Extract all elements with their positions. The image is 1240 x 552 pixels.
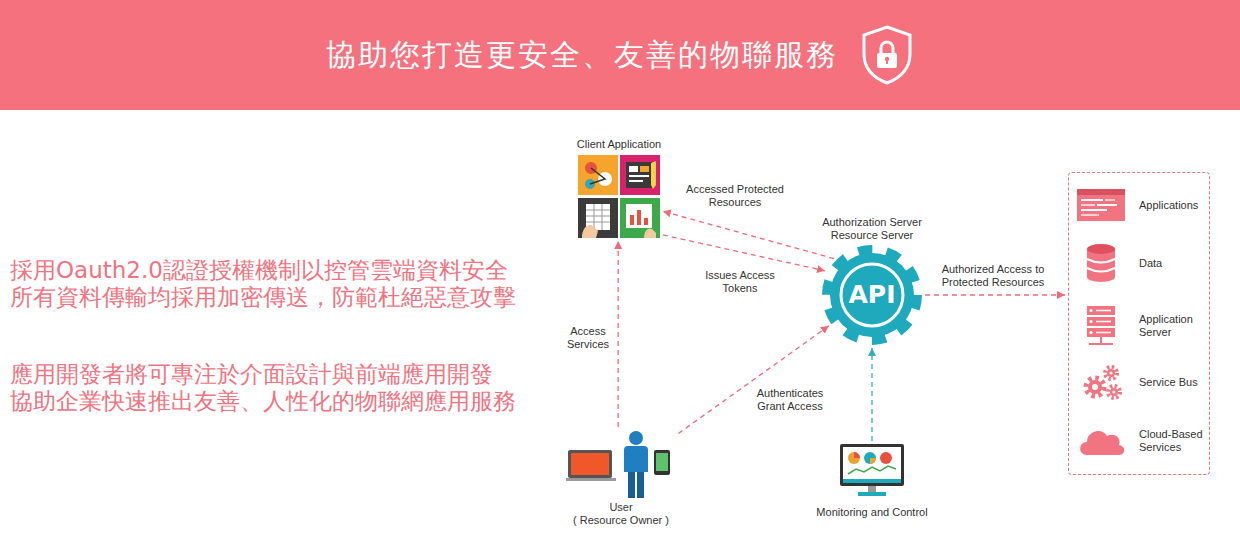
edge-label: Authenticates Grant Access [750, 386, 830, 414]
resource-label: Application Server [1139, 313, 1209, 339]
resource-item: Data [1075, 241, 1209, 285]
node-caption: ( Resource Owner ) [573, 514, 669, 527]
edge-label: Access Services [562, 324, 614, 352]
resource-label: Applications [1139, 199, 1209, 212]
api-label: API [849, 281, 896, 309]
resource-item: Applications [1075, 183, 1209, 227]
intro-text: 應用開發者將可專注於介面設計與前端應用開發 [10, 361, 493, 388]
protected-resources-group: Applications Data Application Server Ser… [1068, 172, 1210, 475]
node-caption: Monitoring and Control [816, 506, 927, 519]
edge-label: Accessed Protected Resources [681, 182, 789, 210]
resource-label: Service Bus [1139, 376, 1209, 389]
node-caption: User [609, 501, 632, 514]
app-server-icon [1075, 304, 1127, 348]
title-banner: 協助您打造更安全、友善的物聯服務 [0, 0, 1240, 110]
intro-text: 採用Oauth2.0認證授權機制以控管雲端資料安全 [10, 257, 508, 284]
cloud-icon [1075, 419, 1127, 463]
resource-label: Data [1139, 257, 1209, 270]
edge-label: Authorized Access to Protected Resources [937, 262, 1049, 290]
client-app-tiles [578, 155, 660, 238]
monitoring-node: Monitoring and Control [840, 444, 904, 498]
dashed-connector [678, 326, 829, 434]
applications-icon [1075, 183, 1127, 227]
dashed-connector [617, 241, 618, 427]
user-devices-icon [566, 430, 676, 498]
dashed-connector [871, 348, 872, 441]
resource-item: Cloud-Based Services [1075, 419, 1209, 463]
edge-label: Issues Access Tokens [699, 268, 781, 296]
user-node: User( Resource Owner ) [566, 430, 676, 498]
shield-lock-icon [860, 24, 914, 86]
page-title: 協助您打造更安全、友善的物聯服務 [326, 36, 838, 74]
intro-text: 所有資料傳輸均採用加密傳送，防範杜絕惡意攻擊 [10, 284, 516, 311]
monitor-icon [840, 444, 904, 498]
resource-item: Application Server [1075, 304, 1209, 348]
dashed-connector [663, 235, 825, 271]
resource-item: Service Bus [1075, 360, 1209, 404]
resource-label: Cloud-Based Services [1139, 428, 1209, 454]
service-bus-icon [1075, 360, 1127, 404]
node-heading: Client Application [577, 138, 661, 151]
api-server-node: Authorization Server Resource ServerAPI [822, 245, 922, 345]
client-application-node: Client Application [578, 155, 660, 238]
database-icon [1075, 241, 1127, 285]
node-heading: Authorization Server Resource Server [819, 216, 925, 242]
intro-text: 協助企業快速推出友善、人性化的物聯網應用服務 [10, 388, 516, 415]
dashed-connector [663, 211, 834, 258]
dashed-connector [925, 294, 1065, 295]
